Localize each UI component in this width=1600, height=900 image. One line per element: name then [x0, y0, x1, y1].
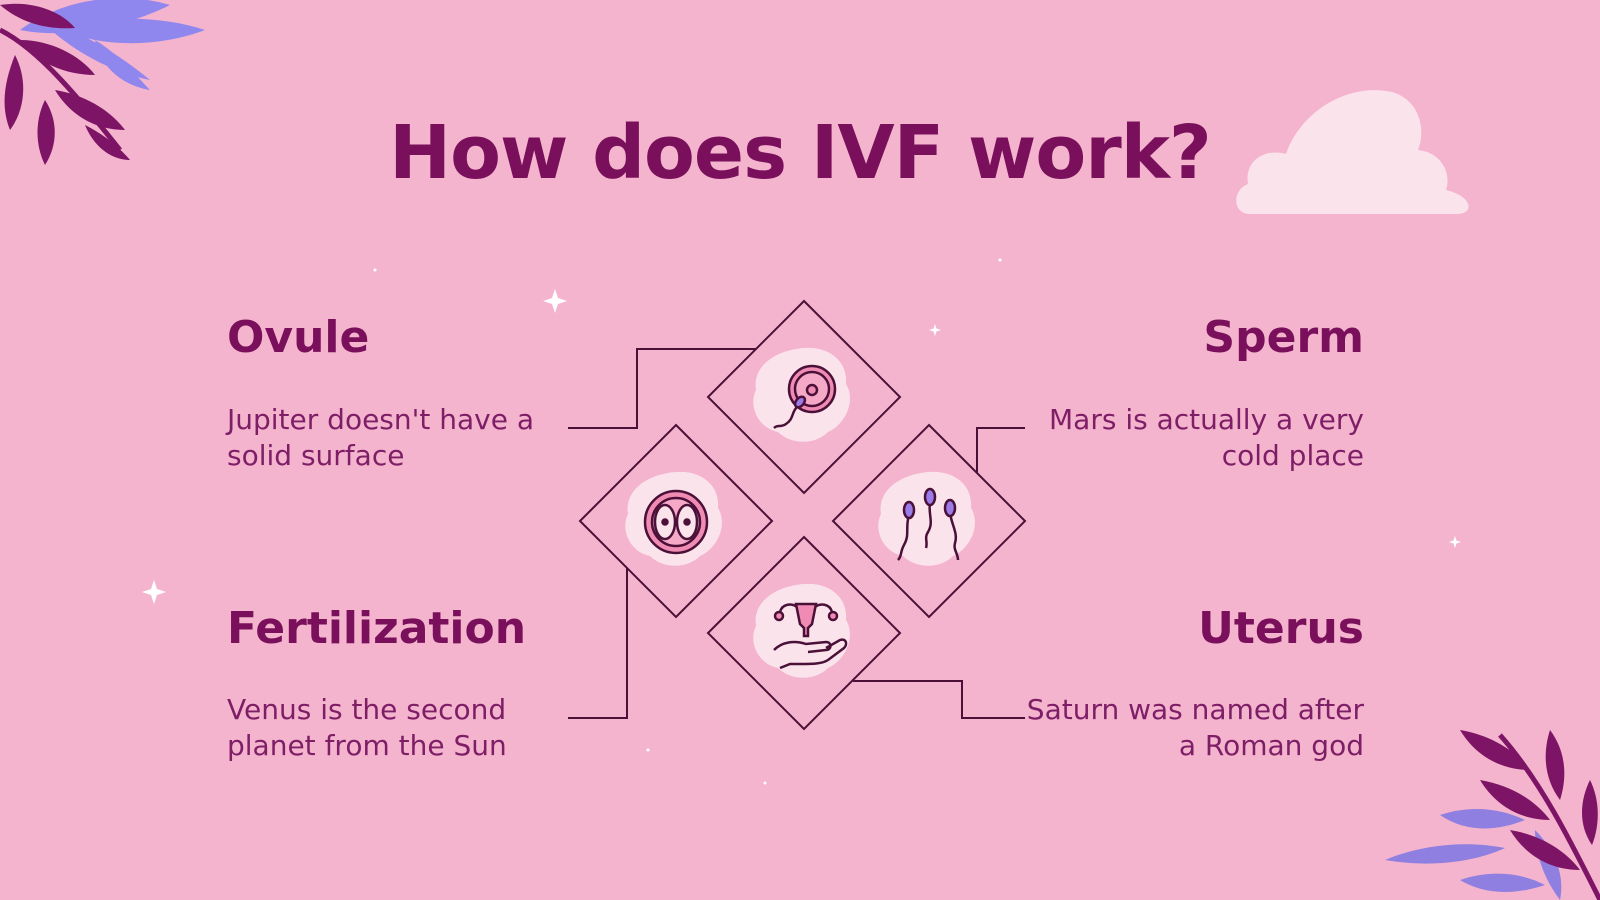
item-uterus-title: Uterus [1198, 603, 1364, 654]
connector-uterus [853, 680, 1025, 719]
connector-sperm [976, 427, 1025, 473]
item-sperm-description: Mars is actually a very cold place [1049, 403, 1364, 472]
leaf-decoration-bottom-right [1385, 730, 1600, 900]
item-fertilization-description: Venus is the second planet from the Sun [227, 693, 507, 762]
uterus-in-hand-icon [773, 602, 848, 670]
egg-cell-icon [773, 364, 837, 429]
item-fertilization-title: Fertilization [227, 603, 527, 654]
connector-lines [568, 348, 1025, 719]
embryo-icon [643, 489, 709, 555]
page-title: How does IVF work? [389, 110, 1212, 196]
sparkle-icon [142, 258, 1461, 785]
diamond-sperm [831, 423, 1027, 619]
connector-ovule [568, 348, 756, 429]
diamond-uterus [706, 535, 902, 731]
item-sperm-title: Sperm [1203, 312, 1364, 363]
sperm-icon [897, 487, 960, 561]
leaf-decoration-top-left [0, 0, 205, 165]
connector-fertilization [568, 568, 628, 719]
cloud-icon [1236, 90, 1469, 214]
item-ovule-title: Ovule [227, 312, 370, 363]
item-uterus-description: Saturn was named after a Roman god [1026, 693, 1364, 762]
item-ovule-description: Jupiter doesn't have a solid surface [227, 403, 534, 472]
